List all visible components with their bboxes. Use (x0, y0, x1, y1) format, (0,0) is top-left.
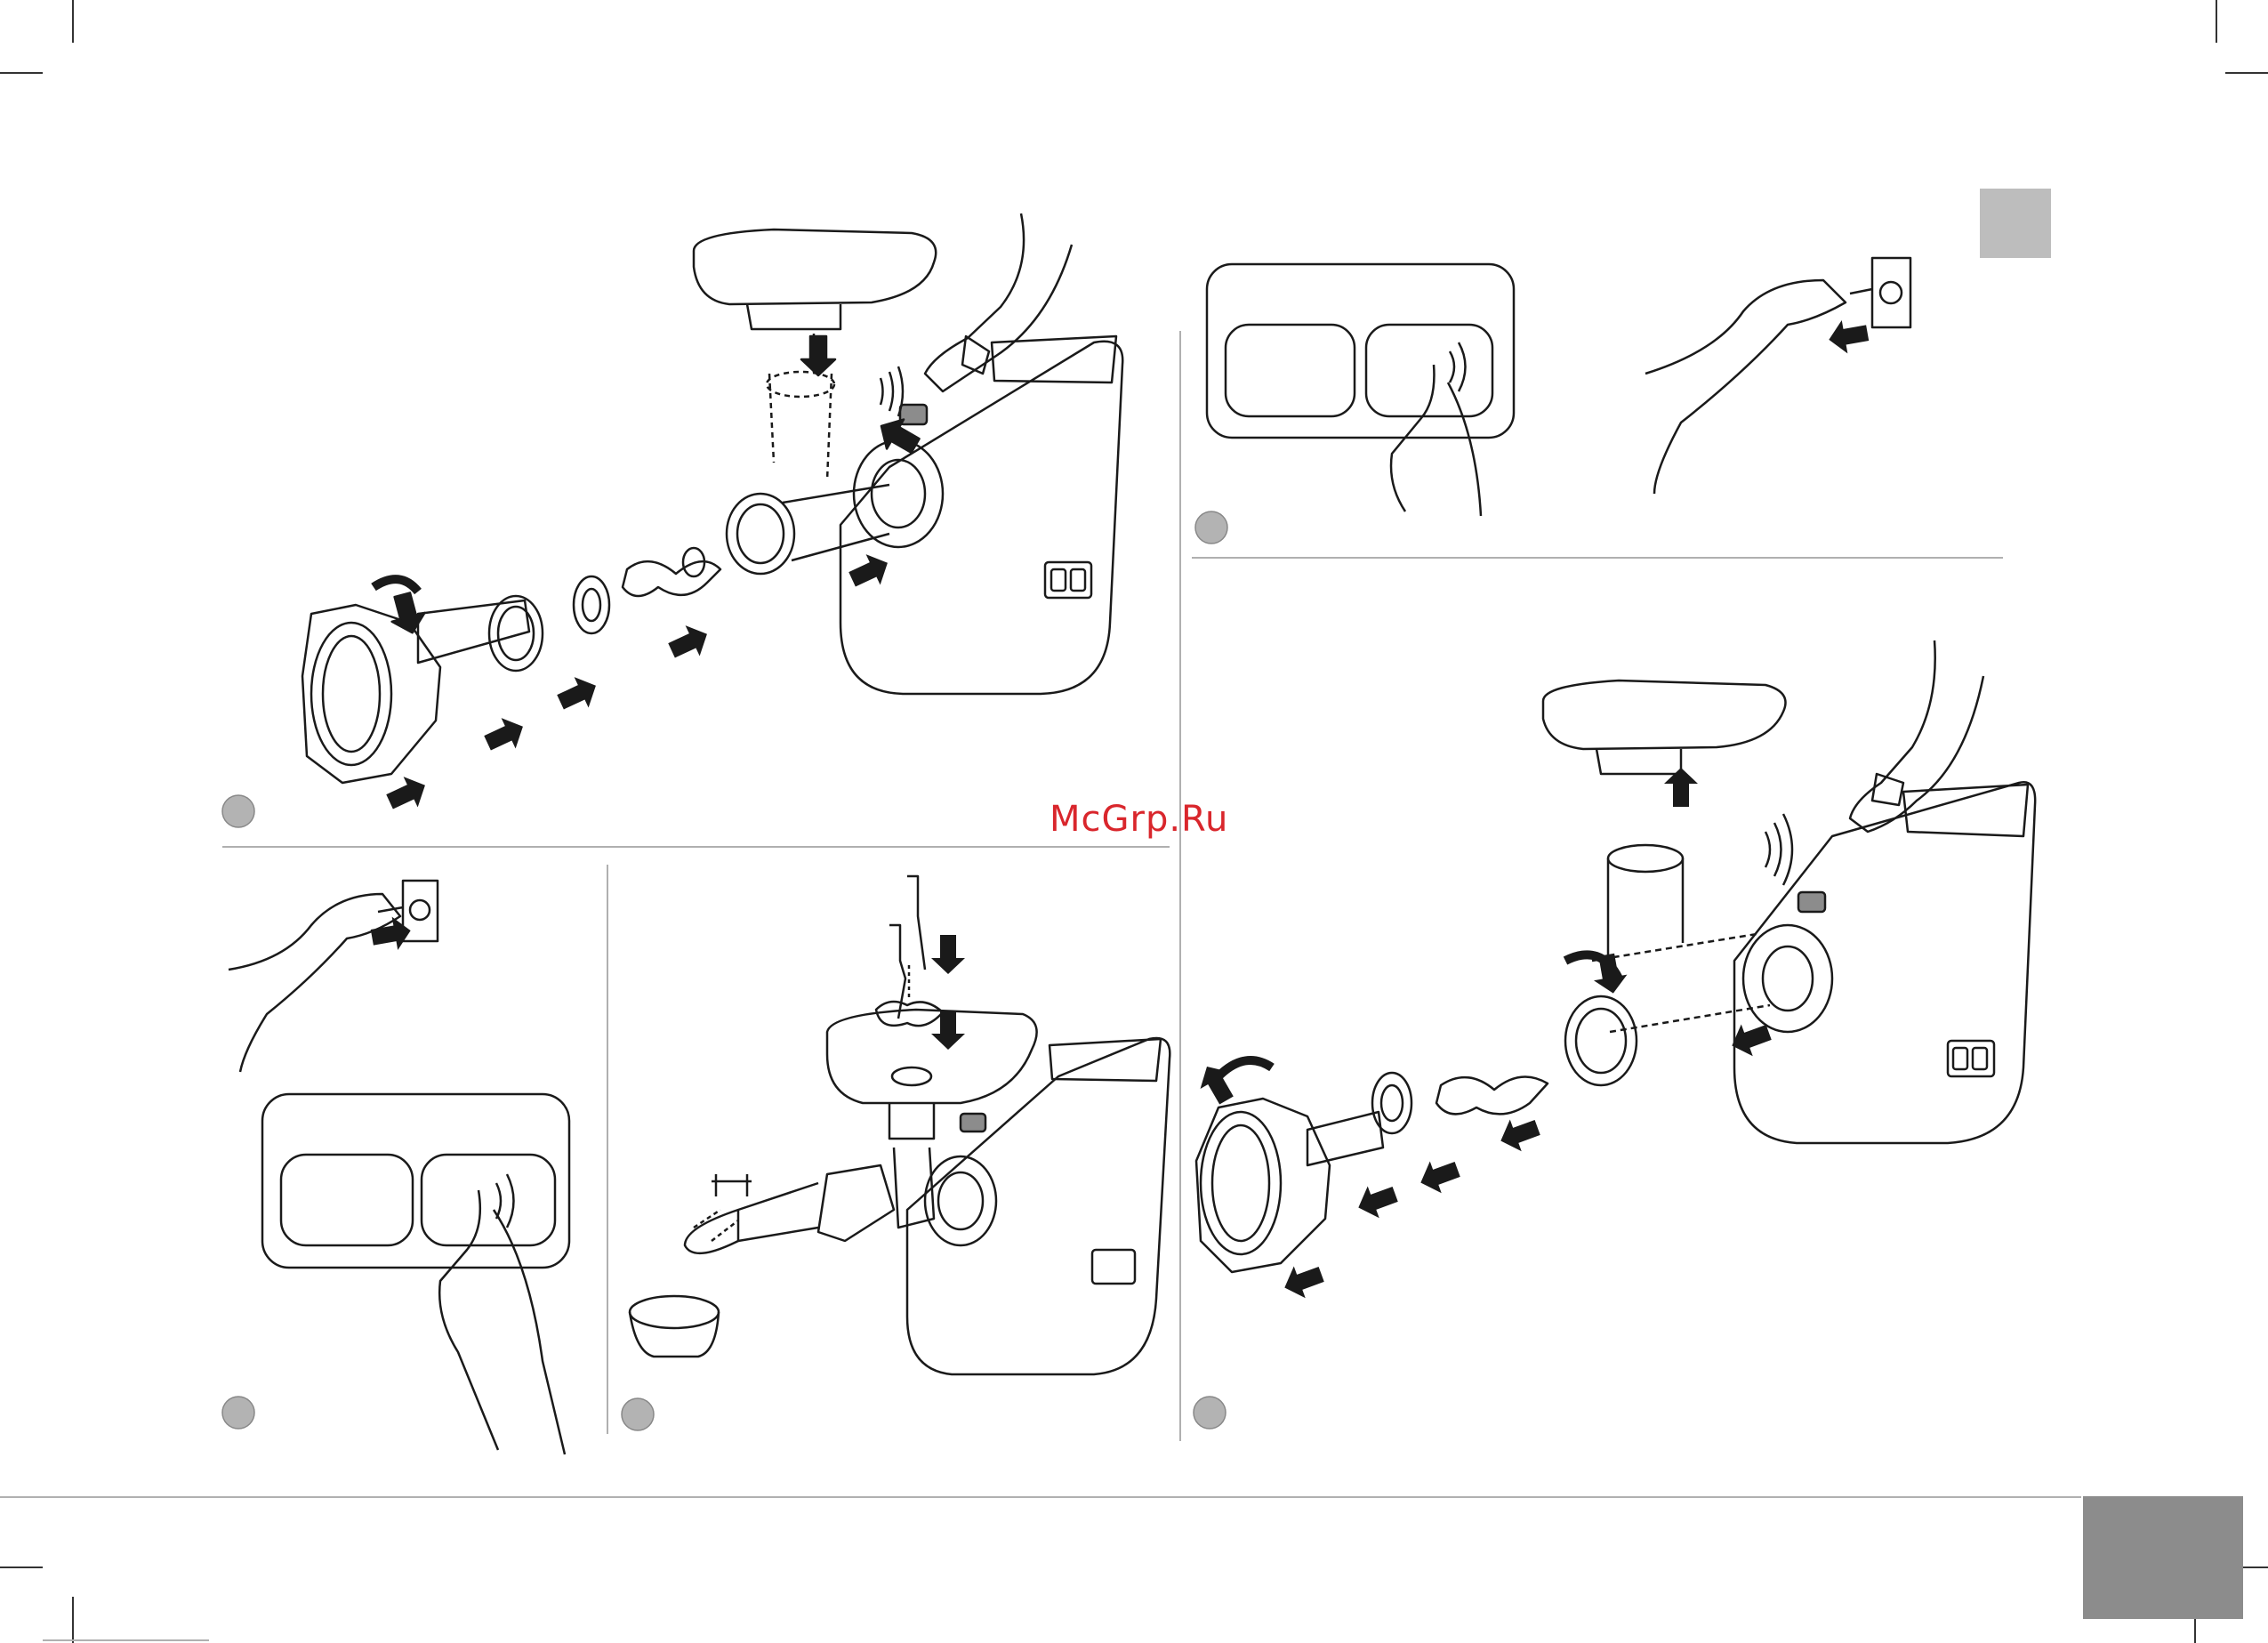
panel-dividers (0, 331, 2081, 1640)
unplug-arrow-top (1826, 316, 1870, 356)
step-marker-assemble-grinder (222, 795, 254, 827)
panel-sausage-filling (630, 876, 1170, 1374)
panel-plug-switch-on (229, 881, 569, 1454)
pusher-arrows (931, 935, 965, 1050)
step-marker-sausage-filling (622, 1398, 654, 1430)
step-marker-disassemble-grinder (1194, 1397, 1226, 1429)
page-number-tab (2083, 1496, 2243, 1619)
panel-assemble-grinder (302, 213, 1122, 783)
disassembly-arrows (1193, 768, 1775, 1303)
panel-switch-off-unplug (1207, 258, 1910, 516)
plug-in-arrow (369, 914, 414, 954)
step-marker-plug-and-switch (222, 1397, 254, 1429)
language-tab (1980, 189, 2051, 258)
assembly-arrows (382, 547, 895, 817)
step-markers (222, 511, 1227, 1430)
tray-illustration (694, 230, 936, 304)
panel-disassemble-grinder (1196, 640, 2035, 1272)
watermark-text: McGrp.Ru (1050, 799, 1228, 840)
step-marker-unplug-top (1195, 511, 1227, 544)
hand-illustration (925, 213, 1072, 391)
